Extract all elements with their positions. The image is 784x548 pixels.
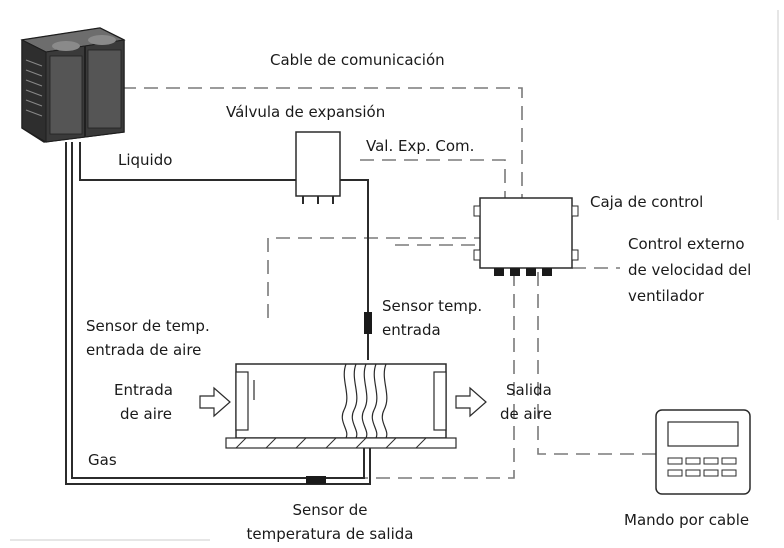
outlet-temp-sensor-label-2: temperatura de salida bbox=[246, 525, 414, 543]
gas-label: Gas bbox=[88, 451, 117, 469]
communication-cable-lines bbox=[122, 87, 656, 479]
expansion-valve-icon bbox=[295, 131, 341, 204]
wired-remote-label: Mando por cable bbox=[624, 511, 750, 529]
outlet-temp-sensor-label-1: Sensor de bbox=[292, 501, 368, 519]
liquid-pipe bbox=[79, 142, 296, 181]
air-handler-icon bbox=[225, 363, 457, 449]
remote-cable bbox=[537, 272, 656, 455]
air-inlet-temp-sensor-label-1: Sensor de temp. bbox=[86, 317, 210, 335]
outlet-sensor-cable bbox=[310, 272, 515, 479]
inlet-temp-sensor-label-2: entrada bbox=[382, 321, 441, 339]
air-outlet-arrow-icon bbox=[455, 386, 487, 418]
air-outlet-label-2: de aire bbox=[500, 405, 552, 423]
expansion-valve-label: Válvula de expansión bbox=[226, 103, 386, 121]
air-inlet-temp-sensor-label-2: entrada de aire bbox=[86, 341, 202, 359]
wired-remote-icon bbox=[655, 409, 751, 495]
air-inlet-arrow-icon bbox=[199, 386, 231, 418]
val-exp-com-label: Val. Exp. Com. bbox=[366, 137, 475, 155]
inlet-sensor-cable bbox=[267, 237, 480, 318]
valve-comm-cable bbox=[360, 159, 506, 198]
refrigerant-pipes bbox=[65, 142, 371, 485]
control-box-label: Caja de control bbox=[590, 193, 704, 211]
control-box-icon bbox=[473, 197, 579, 276]
comm-cable-main bbox=[122, 87, 523, 198]
liquid-pipe-to-coil bbox=[340, 179, 369, 360]
inlet-temp-sensor bbox=[364, 312, 372, 334]
gas-pipe-inner bbox=[71, 142, 365, 479]
outdoor-unit-icon bbox=[20, 27, 126, 143]
communication-cable-label: Cable de comunicación bbox=[270, 51, 445, 69]
outlet-temp-sensor bbox=[306, 476, 326, 484]
liquid-label: Liquido bbox=[118, 151, 173, 169]
external-fan-control-label-2: de velocidad del bbox=[628, 261, 752, 279]
air-inlet-label-2: de aire bbox=[120, 405, 172, 423]
air-inlet-label-1: Entrada bbox=[114, 381, 173, 399]
external-fan-control-label-1: Control externo bbox=[628, 235, 745, 253]
gas-pipe bbox=[65, 142, 371, 485]
air-outlet-label-1: Salida bbox=[506, 381, 552, 399]
inlet-temp-sensor-label-1: Sensor temp. bbox=[382, 297, 483, 315]
external-fan-control-label-3: ventilador bbox=[628, 287, 704, 305]
